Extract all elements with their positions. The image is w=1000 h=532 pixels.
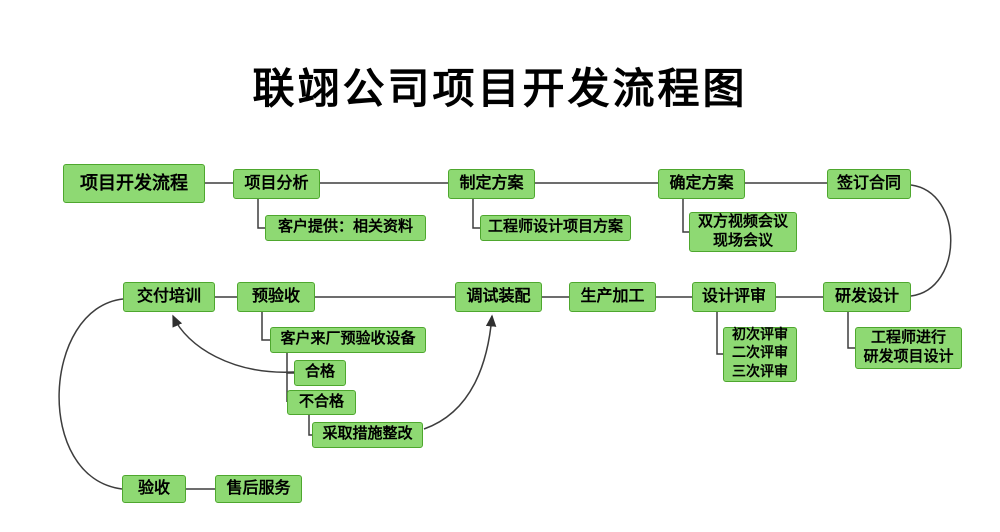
connector-clientcheck-qualified [286,353,294,374]
page-title: 联翊公司项目开发流程图 [252,67,748,113]
node-pre-acceptance: 预验收 [237,282,315,312]
node-engineer-plan: 工程师设计项目方案 [480,215,631,241]
node-rd-design: 研发设计 [823,282,911,312]
node-client-factory-check: 客户来厂预验收设备 [270,327,426,353]
connector-analysis-materials [257,199,265,229]
connector-contract-rddesign [910,184,952,297]
connector-rddesign-engineerrd [847,312,855,349]
connector-unqualified-corrective [308,415,312,436]
node-qualified: 合格 [294,360,346,386]
node-project-analysis: 项目分析 [233,169,320,199]
connector-plan-engineerplan [472,199,480,229]
arrow-corrective-debug [423,314,497,430]
node-sign-contract: 签订合同 [827,169,911,199]
node-acceptance: 验收 [122,475,186,503]
node-after-sales: 售后服务 [215,475,302,503]
node-make-plan: 制定方案 [448,169,535,199]
node-video-meeting: 双方视频会议 现场会议 [689,212,797,252]
node-unqualified: 不合格 [287,390,356,415]
node-debug-assembly: 调试装配 [455,282,542,312]
node-corrective-action: 采取措施整改 [312,422,423,448]
node-engineer-rd: 工程师进行 研发项目设计 [855,327,962,369]
node-confirm-plan: 确定方案 [658,169,745,199]
node-design-review: 设计评审 [692,282,776,312]
connector-training-acceptance [58,298,124,490]
connector-preacceptance-clientcheck [261,312,270,341]
node-review-rounds: 初次评审 二次评审 三次评审 [723,327,797,382]
node-production: 生产加工 [569,282,656,312]
connector-confirm-videomeeting [682,199,689,233]
node-client-materials: 客户提供：相关资料 [265,215,426,241]
node-delivery-training: 交付培训 [123,282,215,312]
arrow-qualified-training [172,314,295,373]
node-project-dev-process: 项目开发流程 [63,164,205,203]
connector-review-rounds [716,312,723,355]
